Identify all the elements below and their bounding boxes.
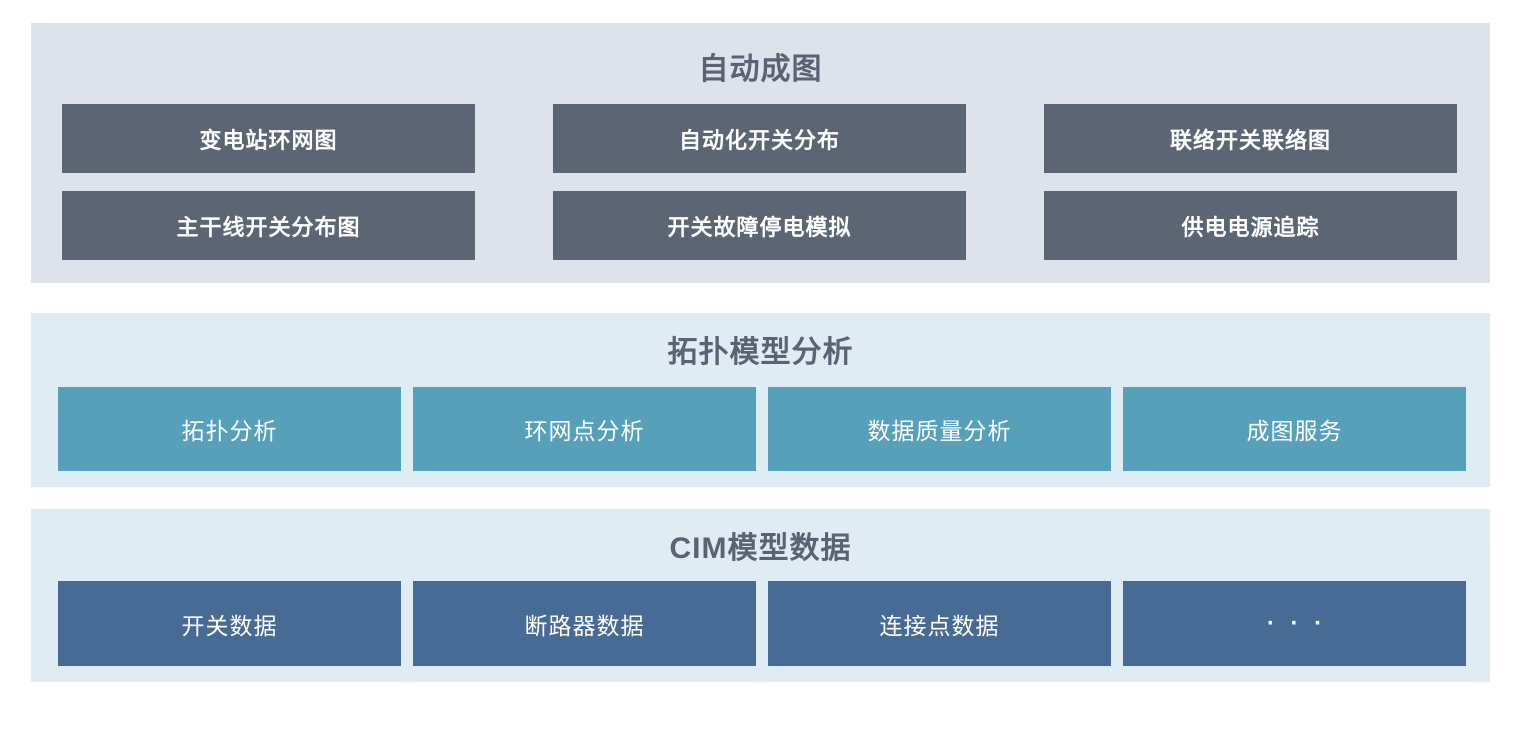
box-drawing-service: 成图服务 xyxy=(1123,387,1466,471)
layer-title-cim-model-data: CIM模型数据 xyxy=(669,532,852,565)
layer-title-topology-model-analysis: 拓扑模型分析 xyxy=(667,336,854,369)
box-automation-switch-distribution: 自动化开关分布 xyxy=(553,104,966,173)
box-switch-data: 开关数据 xyxy=(58,581,401,666)
layer-auto-drawing: 自动成图 变电站环网图 自动化开关分布 联络开关联络图 主干线开关分布图 开关故… xyxy=(31,23,1490,283)
box-switch-fault-outage-simulation: 开关故障停电模拟 xyxy=(553,191,966,260)
layer-title-auto-drawing: 自动成图 xyxy=(698,53,823,86)
box-ring-point-analysis: 环网点分析 xyxy=(413,387,756,471)
auto-drawing-box-grid: 变电站环网图 自动化开关分布 联络开关联络图 主干线开关分布图 开关故障停电模拟… xyxy=(31,85,1490,260)
box-power-supply-source-tracing: 供电电源追踪 xyxy=(1044,191,1457,260)
box-tie-switch-connection-diagram: 联络开关联络图 xyxy=(1044,104,1457,173)
box-connection-point-data: 连接点数据 xyxy=(768,581,1111,666)
cim-data-box-grid: 开关数据 断路器数据 连接点数据 ··· xyxy=(31,564,1490,666)
topology-analysis-box-grid: 拓扑分析 环网点分析 数据质量分析 成图服务 xyxy=(31,368,1490,471)
box-data-quality-analysis: 数据质量分析 xyxy=(768,387,1111,471)
box-topology-analysis: 拓扑分析 xyxy=(58,387,401,471)
box-trunk-line-switch-distribution-diagram: 主干线开关分布图 xyxy=(62,191,475,260)
box-substation-ring-network-diagram: 变电站环网图 xyxy=(62,104,475,173)
layer-topology-model-analysis: 拓扑模型分析 拓扑分析 环网点分析 数据质量分析 成图服务 xyxy=(31,313,1490,487)
layer-cim-model-data: CIM模型数据 开关数据 断路器数据 连接点数据 ··· xyxy=(31,509,1490,682)
box-more-ellipsis: ··· xyxy=(1123,581,1466,666)
box-breaker-data: 断路器数据 xyxy=(413,581,756,666)
